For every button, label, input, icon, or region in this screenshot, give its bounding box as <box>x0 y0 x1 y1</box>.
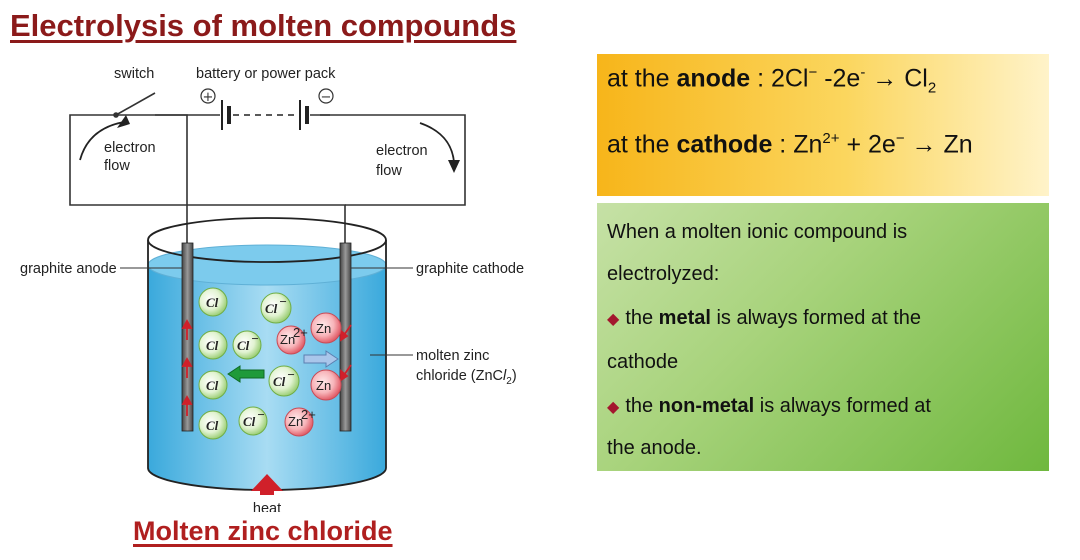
ion-cl-atom: Cl <box>198 410 228 440</box>
battery <box>221 100 309 130</box>
graphite-cathode-label: graphite cathode <box>416 261 524 277</box>
svg-text:Zn: Zn <box>316 321 331 336</box>
svg-text:Cl: Cl <box>206 378 219 393</box>
ion-cl-minus: Cl− <box>238 406 268 436</box>
svg-text:Zn: Zn <box>280 332 295 347</box>
summary-box: When a molten ionic compound is electrol… <box>597 203 1049 471</box>
ion-zn-2plus: Zn2+ <box>276 325 308 355</box>
svg-text:Zn: Zn <box>316 378 331 393</box>
svg-text:Cl: Cl <box>206 338 219 353</box>
heat-label: heat <box>253 501 281 512</box>
svg-text:−: − <box>287 367 295 382</box>
svg-text:Cl: Cl <box>265 301 278 316</box>
heat-arrow-icon <box>251 474 283 495</box>
svg-text:Cl: Cl <box>206 295 219 310</box>
diagram-caption: Molten zinc chloride <box>133 516 393 546</box>
ion-zn-2plus: Zn2+ <box>284 407 316 437</box>
ion-cl-atom: Cl <box>198 370 228 400</box>
zinc-chloride-formula-label: chloride (ZnCl2) <box>416 368 517 387</box>
svg-text:−: − <box>251 331 259 346</box>
svg-text:−: − <box>257 407 265 422</box>
ion-zn-atom: Zn <box>310 312 342 344</box>
svg-text:2+: 2+ <box>301 407 316 422</box>
graphite-anode-label: graphite anode <box>20 261 117 277</box>
anode-equation: at the anode : 2Cl− -2e- → Cl2 <box>607 64 937 97</box>
electron-flow-left-label-2: flow <box>104 158 130 174</box>
svg-text:−: − <box>321 90 332 105</box>
molten-zinc-label: molten zinc <box>416 348 489 364</box>
svg-text:Cl: Cl <box>273 374 286 389</box>
svg-text:2+: 2+ <box>293 325 308 340</box>
circuit-wire <box>69 114 466 243</box>
diamond-bullet-icon: ◆ <box>607 311 620 328</box>
summary-line-6: the anode. <box>607 437 702 459</box>
summary-bullet-non-metal: ◆the non-metal is always formed at <box>607 395 931 417</box>
plus-terminal-icon: + <box>200 88 216 105</box>
electrolysis-diagram: + − switch battery or power pack electro… <box>20 66 524 512</box>
minus-terminal-icon: − <box>318 88 334 105</box>
electron-flow-right-arrow <box>419 122 455 163</box>
switch[interactable] <box>113 92 156 118</box>
switch-label: switch <box>114 66 154 82</box>
svg-text:Cl: Cl <box>206 418 219 433</box>
summary-line-1: When a molten ionic compound is <box>607 221 908 243</box>
page-title: Electrolysis of molten compounds <box>10 8 517 43</box>
electron-flow-right-label-2: flow <box>376 163 402 179</box>
summary-line-4: cathode <box>607 351 679 373</box>
ion-cl-atom: Cl <box>198 287 228 317</box>
summary-line-2: electrolyzed: <box>607 263 720 285</box>
svg-text:Cl: Cl <box>237 338 250 353</box>
svg-text:Cl: Cl <box>243 414 256 429</box>
diamond-bullet-icon: ◆ <box>607 399 620 416</box>
svg-text:−: − <box>279 294 287 309</box>
electron-flow-right-label-1: electron <box>376 143 428 159</box>
svg-text:+: + <box>203 90 214 105</box>
electron-flow-left-label-1: electron <box>104 140 156 156</box>
chloride-migration-arrow <box>227 365 265 383</box>
ion-cl-minus: Cl− <box>268 365 300 397</box>
zinc-migration-arrow <box>303 350 339 368</box>
electron-flow-left-arrow <box>79 121 125 161</box>
battery-label: battery or power pack <box>196 66 336 82</box>
half-equations-box: at the anode : 2Cl− -2e- → Cl2 at the ca… <box>597 54 1049 196</box>
ion-cl-minus: Cl− <box>260 292 292 324</box>
ion-cl-atom: Cl <box>198 330 228 360</box>
cathode-equation: at the cathode : Zn2+ + 2e− → Zn <box>607 130 973 159</box>
svg-text:Zn: Zn <box>288 414 303 429</box>
summary-bullet-metal: ◆the metal is always formed at the <box>607 307 922 329</box>
ion-cl-minus: Cl− <box>232 330 262 360</box>
ion-zn-atom: Zn <box>310 369 342 401</box>
cathode-electron-arrows <box>340 324 352 382</box>
anode-electron-arrows <box>181 319 193 416</box>
